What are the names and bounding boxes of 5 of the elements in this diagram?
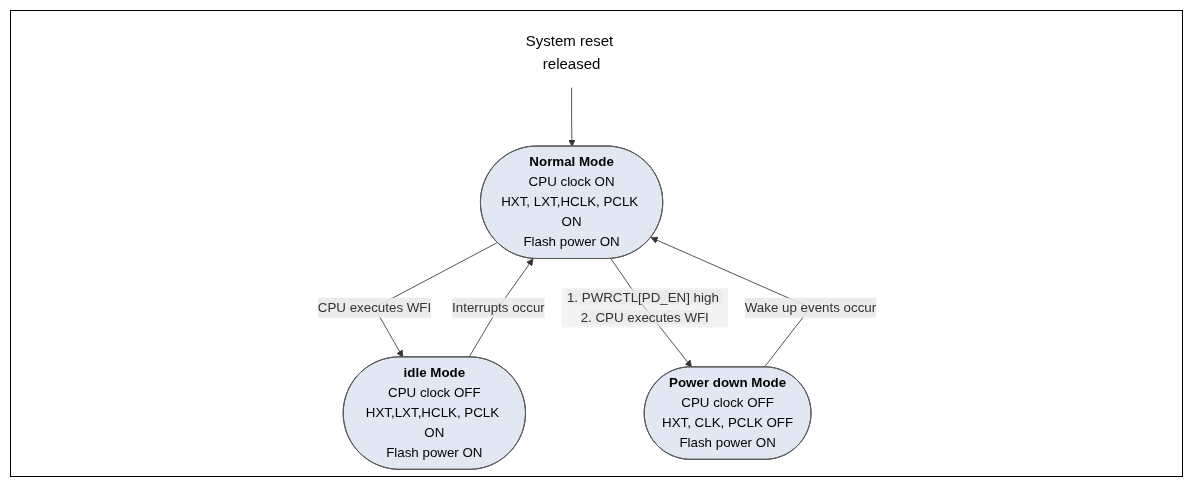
edge-label: Interrupts occur	[451, 300, 545, 315]
node-text: System reset released	[525, 32, 613, 72]
edge-label: CPU executes WFI	[317, 300, 431, 315]
edge-label: 1. PWRCTL[PD_EN] high 2. CPU executes WFI	[566, 290, 719, 325]
edge-label: Wake up events occur	[744, 300, 876, 315]
